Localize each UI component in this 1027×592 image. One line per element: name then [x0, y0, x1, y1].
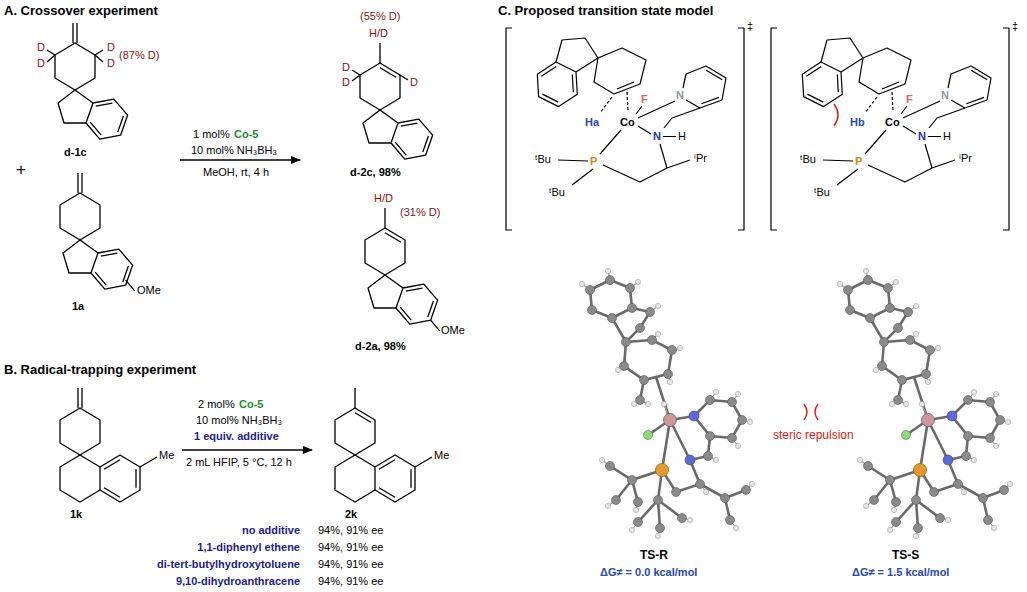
catalyst-label: Co-5: [239, 398, 263, 411]
ts-3d-models: [579, 268, 1012, 538]
atom-label: ⁱPr: [694, 152, 707, 165]
reagent-label: 1 mol%: [193, 128, 230, 141]
atom-label: ᵗBu: [800, 153, 816, 166]
atom-label: OMe: [137, 284, 161, 297]
atom-label: ⁱPr: [959, 152, 972, 165]
isotope-label: (87% D): [119, 49, 159, 62]
dagger-symbol: ‡: [1012, 20, 1018, 33]
steric-clash-mark: [804, 104, 838, 420]
atom-label: H/D: [369, 27, 388, 40]
compound-label: d-2a, 98%: [355, 340, 406, 353]
molecule-structures: [47, 23, 440, 502]
reagent-label: 10 mol% NH₃BH₃: [191, 144, 277, 157]
isotope-label: (31% D): [400, 206, 440, 219]
atom-label: D: [107, 57, 115, 70]
atom-label: D: [37, 41, 45, 54]
panel-title: C. Proposed transition state model: [498, 3, 713, 18]
isotope-label: (55% D): [360, 10, 400, 23]
additive-label: 1,1-diphenyl ethene: [197, 541, 300, 554]
note-label: steric repulsion: [772, 428, 855, 442]
energy-label: ΔG≠ = 0.0 kcal/mol: [600, 566, 697, 579]
atom-label: D: [37, 57, 45, 70]
compound-label: 2k: [345, 508, 357, 521]
atom-label: H/D: [374, 192, 393, 205]
ts-label: TS-S: [892, 548, 919, 562]
atom-label: N: [653, 130, 661, 143]
compound-label: d-2c, 98%: [350, 166, 401, 179]
catalyst-label: Co-5: [234, 128, 258, 141]
atom-label: Co: [885, 116, 900, 129]
reagent-label: 2 mol%: [198, 398, 235, 411]
atom-label: H: [678, 130, 686, 143]
atom-label: N: [676, 89, 684, 102]
atom-label: N: [918, 130, 926, 143]
condition-label: 2 mL HFIP, 5 °C, 12 h: [186, 456, 292, 469]
additive-label: di-tert-butylhydroxytoluene: [157, 558, 300, 571]
atom-label: D: [107, 41, 115, 54]
yield-label: 94%, 91% ee: [318, 575, 383, 588]
atom-label: F: [641, 93, 648, 106]
compound-label: 1k: [70, 508, 82, 521]
ts-label: TS-R: [640, 548, 668, 562]
atom-label: ᵗBu: [814, 186, 830, 199]
atom-label: Co: [620, 116, 635, 129]
atom-label: Me: [434, 449, 449, 462]
atom-label: N: [941, 89, 949, 102]
atom-label: Hb: [850, 116, 865, 129]
compound-label: 1a: [72, 300, 84, 313]
additive-label: 1 equiv. additive: [194, 430, 279, 443]
atom-label: ᵗBu: [549, 186, 565, 199]
atom-label: OMe: [441, 324, 465, 337]
atom-label: D: [410, 76, 418, 89]
reaction-arrows: [180, 160, 312, 450]
atom-label: Me: [159, 449, 174, 462]
additive-label: 9,10-dihydroanthracene: [176, 575, 300, 588]
energy-label: ΔG≠ = 1.5 kcal/mol: [852, 566, 949, 579]
atom-label: Ha: [585, 116, 599, 129]
atom-label: H: [943, 130, 951, 143]
reagent-label: 10 mol% NH₃BH₃: [196, 414, 282, 427]
yield-label: 94%, 91% ee: [318, 558, 383, 571]
condition-label: MeOH, rt, 4 h: [203, 166, 269, 179]
additive-label: no additive: [242, 524, 300, 537]
panel-title: A. Crossover experiment: [4, 3, 158, 18]
dagger-symbol: ‡: [747, 20, 753, 33]
atom-label: ᵗBu: [535, 153, 551, 166]
atom-label: F: [906, 93, 913, 106]
plus-sign: +: [16, 160, 26, 179]
compound-label: d-1c: [64, 146, 87, 159]
transition-state-drawings: [506, 28, 1009, 230]
atom-label: P: [855, 155, 862, 168]
atom-label: P: [590, 155, 597, 168]
panel-title: B. Radical-trapping experiment: [4, 362, 196, 377]
yield-label: 94%, 91% ee: [318, 524, 383, 537]
atom-label: D: [342, 61, 350, 74]
yield-label: 94%, 91% ee: [318, 541, 383, 554]
atom-label: D: [342, 76, 350, 89]
